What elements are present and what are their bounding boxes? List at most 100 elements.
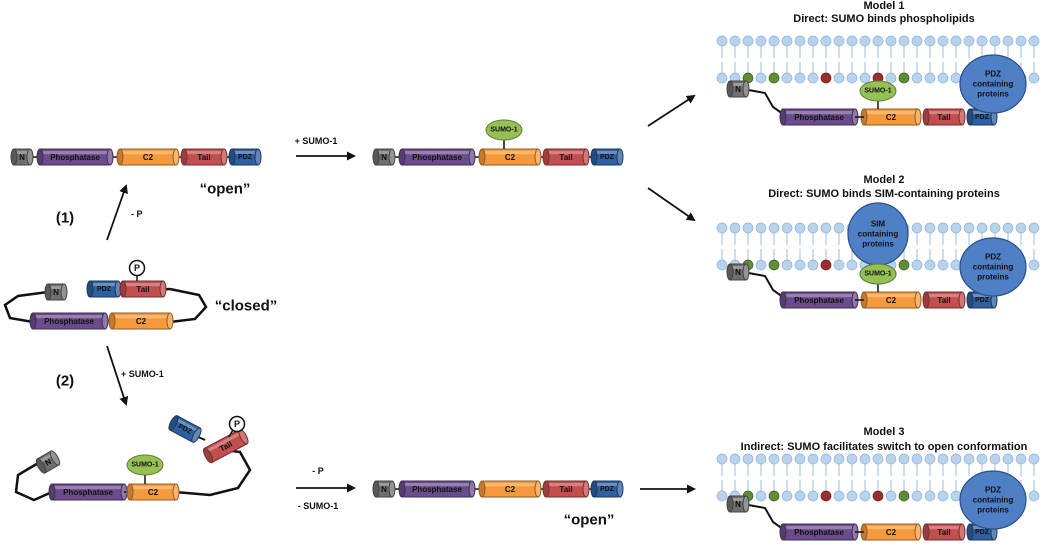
model3-c2: C2: [860, 523, 922, 541]
model3-membrane: [716, 453, 1040, 502]
open-top-phosphatase: Phosphatase: [36, 148, 114, 166]
model2-phosphatase-label: Phosphatase: [794, 296, 844, 305]
sumo-open-sumo-label: SUMO-1: [490, 127, 517, 134]
open-bottom-c2-label: C2: [505, 485, 516, 494]
lipid-green: [768, 72, 780, 84]
arrow-path1-up: [106, 184, 128, 241]
model-1-title: Model 1: [864, 0, 905, 12]
sumo-open-pdz-label: PDZ: [600, 154, 615, 161]
model1-pdz-containing-protein-line: PDZ: [985, 70, 1001, 79]
closed-pdz: PDZ: [86, 280, 122, 298]
plus-sumo-label-top: + SUMO-1: [295, 136, 338, 146]
open-bottom-n-term-label: N: [381, 485, 387, 494]
model3-tail: Tail: [922, 523, 966, 541]
model1-sumo: [859, 80, 897, 102]
sumo-closed-sumo-label: SUMO-1: [131, 462, 158, 469]
model-3-title: Model 3: [864, 426, 905, 438]
open-top-tail-label: Tail: [197, 153, 210, 162]
model2-pdz-containing-protein-line: proteins: [977, 273, 1009, 282]
sumo-closed-c2: C2: [126, 483, 180, 501]
plus-sumo-label-2: + SUMO-1: [121, 369, 164, 379]
model2-c2: C2: [860, 291, 922, 309]
sumo-open-c2: C2: [478, 148, 542, 166]
lipid-green: [768, 490, 780, 502]
model2-pdz-containing-protein-line: containing: [973, 263, 1014, 272]
sumo-closed-phospho: [228, 415, 246, 433]
model1-n-term-label: N: [735, 85, 741, 94]
closed-phospho-label: P: [134, 263, 140, 273]
model1-n-term: N: [726, 80, 750, 98]
model2-pdz-containing-protein-line: PDZ: [985, 253, 1001, 262]
model2-pdz: PDZ: [966, 291, 998, 309]
model1-pdz-containing-protein-line: containing: [973, 80, 1014, 89]
closed-phosphatase: Phosphatase: [29, 312, 109, 330]
minus-p-label-2: - P: [312, 466, 324, 476]
sumo-closed-pdz-group: PDZ: [168, 415, 202, 443]
sumo-closed-phosphatase: Phosphatase: [48, 483, 128, 501]
model2-c2-label: C2: [886, 296, 897, 305]
closed-tail: Tail: [119, 280, 167, 298]
lipid-red: [872, 490, 884, 502]
model2-n-term-label: N: [735, 268, 741, 277]
model-2-subtitle: Direct: SUMO binds SIM-containing protei…: [768, 188, 1000, 200]
model2-sumo-top: SUMO-1: [859, 263, 897, 285]
model1-pdz-containing-protein-line: proteins: [977, 90, 1009, 99]
arrow-to-model1: [647, 94, 696, 127]
model1-tail-label: Tail: [937, 113, 950, 122]
model3-phosphatase: Phosphatase: [779, 523, 859, 541]
arrow-to-model2: [647, 187, 696, 222]
model3-tail-label: Tail: [937, 528, 950, 537]
model3-n-term: N: [726, 495, 750, 513]
model-1-subtitle: Direct: SUMO binds phospholipids: [793, 13, 975, 25]
path2-label: (2): [56, 373, 74, 390]
open-bottom-pdz: PDZ: [590, 480, 624, 498]
open-label-bottom: “open”: [564, 512, 615, 529]
model1-c2: C2: [860, 108, 922, 126]
path1-label: (1): [56, 210, 74, 227]
open-bottom-n-term: N: [372, 480, 396, 498]
open-top-n-term: N: [10, 148, 34, 166]
sumo-open-phosphatase-label: Phosphatase: [412, 153, 462, 162]
model2-tail: Tail: [922, 291, 966, 309]
closed-c2-label: C2: [136, 317, 147, 326]
closed-n-term: N: [44, 283, 68, 301]
sumo-open-phosphatase: Phosphatase: [398, 148, 476, 166]
sumo-closed-phosphatase-label: Phosphatase: [63, 488, 113, 497]
open-top-c2: C2: [116, 148, 180, 166]
sumo-closed-linker-right: [174, 448, 252, 497]
model2-sumo-overlay: [859, 263, 897, 285]
sumo-open-tail: Tail: [542, 148, 590, 166]
sumo-closed-sumo: [126, 454, 164, 476]
sumo-closed-n-group: N: [35, 450, 61, 474]
closed-linker-right: [149, 287, 208, 324]
model2-sim-containing-protein-line: containing: [858, 230, 899, 239]
sumo-open-sumo: [485, 119, 523, 141]
open-bottom-phosphatase: Phosphatase: [398, 480, 476, 498]
model2-sumo-overlay-label: SUMO-1: [864, 271, 891, 278]
sumo-closed-n-term-label: N: [43, 457, 53, 468]
closed-linker-left: [3, 290, 49, 324]
model2-tail-label: Tail: [937, 296, 950, 305]
sumo-closed-pdz: PDZ: [168, 415, 202, 443]
model2-chain: Phosphatase C2 Tail PDZ N SUMO-1: [726, 263, 998, 309]
lipid-green: [768, 259, 780, 271]
model-2-title: Model 2: [864, 174, 905, 186]
lipid-red: [820, 72, 832, 84]
sumo-open-c2-label: C2: [505, 153, 516, 162]
minus-p-label-1: - P: [131, 209, 143, 219]
lipid-green: [898, 72, 910, 84]
open-bottom-tail-label: Tail: [559, 485, 572, 494]
closed-n-term-label: N: [53, 288, 59, 297]
model2-sim-containing-protein-line: SIM: [871, 220, 886, 229]
open-bottom-c2: C2: [478, 480, 542, 498]
model1-tail: Tail: [922, 108, 966, 126]
model1-phosphatase-label: Phosphatase: [794, 113, 844, 122]
sumo-closed-c2-label: C2: [148, 488, 159, 497]
